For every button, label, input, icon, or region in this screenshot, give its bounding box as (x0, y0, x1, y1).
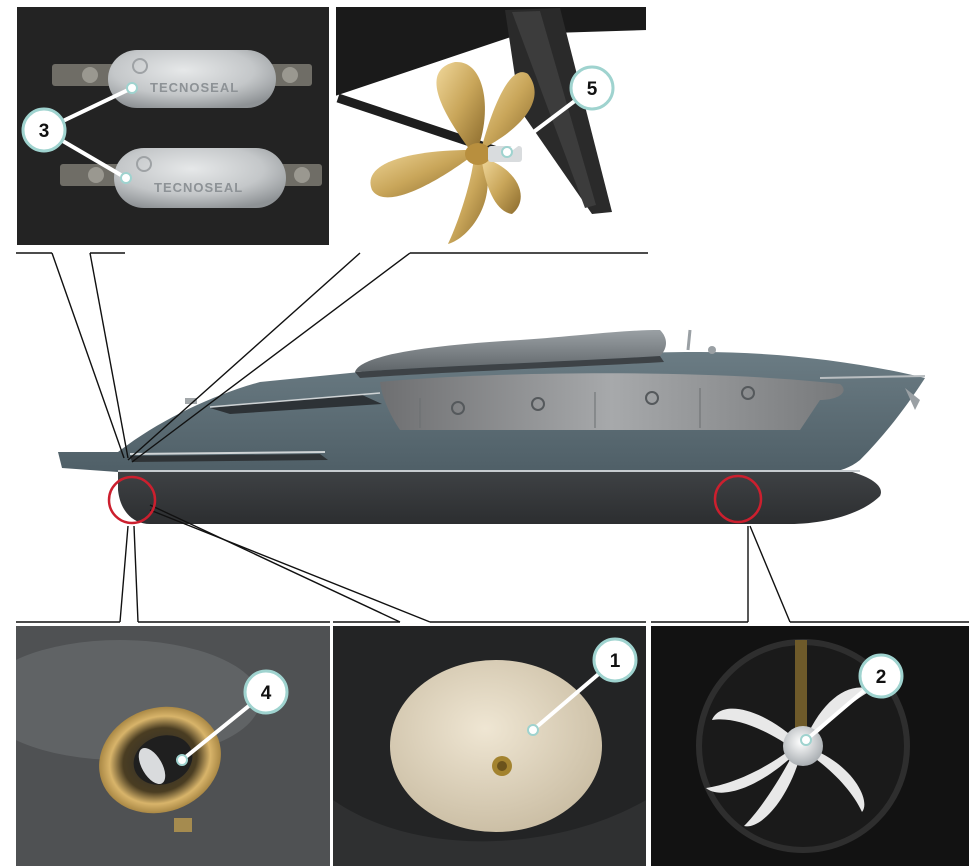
callout-badge-2: 2 (860, 655, 902, 697)
photo-propeller (335, 6, 647, 246)
callout-label-1: 1 (610, 651, 621, 672)
callout-badge-5: 5 (571, 67, 613, 109)
photo-bow-thruster-anode (651, 626, 969, 866)
callout-badge-1: 1 (594, 639, 636, 681)
photo-shaft-hole-anode (0, 626, 330, 866)
callout-label-5: 5 (587, 79, 598, 100)
anode-brand-etching-top: TECNOSEAL (150, 80, 239, 95)
callout-label-4: 4 (261, 683, 272, 704)
callout-badge-3: 3 (23, 109, 65, 151)
callout-label-2: 2 (876, 667, 887, 688)
callout-label-3: 3 (39, 121, 50, 142)
yacht-side-view (58, 330, 925, 524)
callout-badge-4: 4 (245, 671, 287, 713)
anode-brand-etching-bottom: TECNOSEAL (154, 180, 243, 195)
